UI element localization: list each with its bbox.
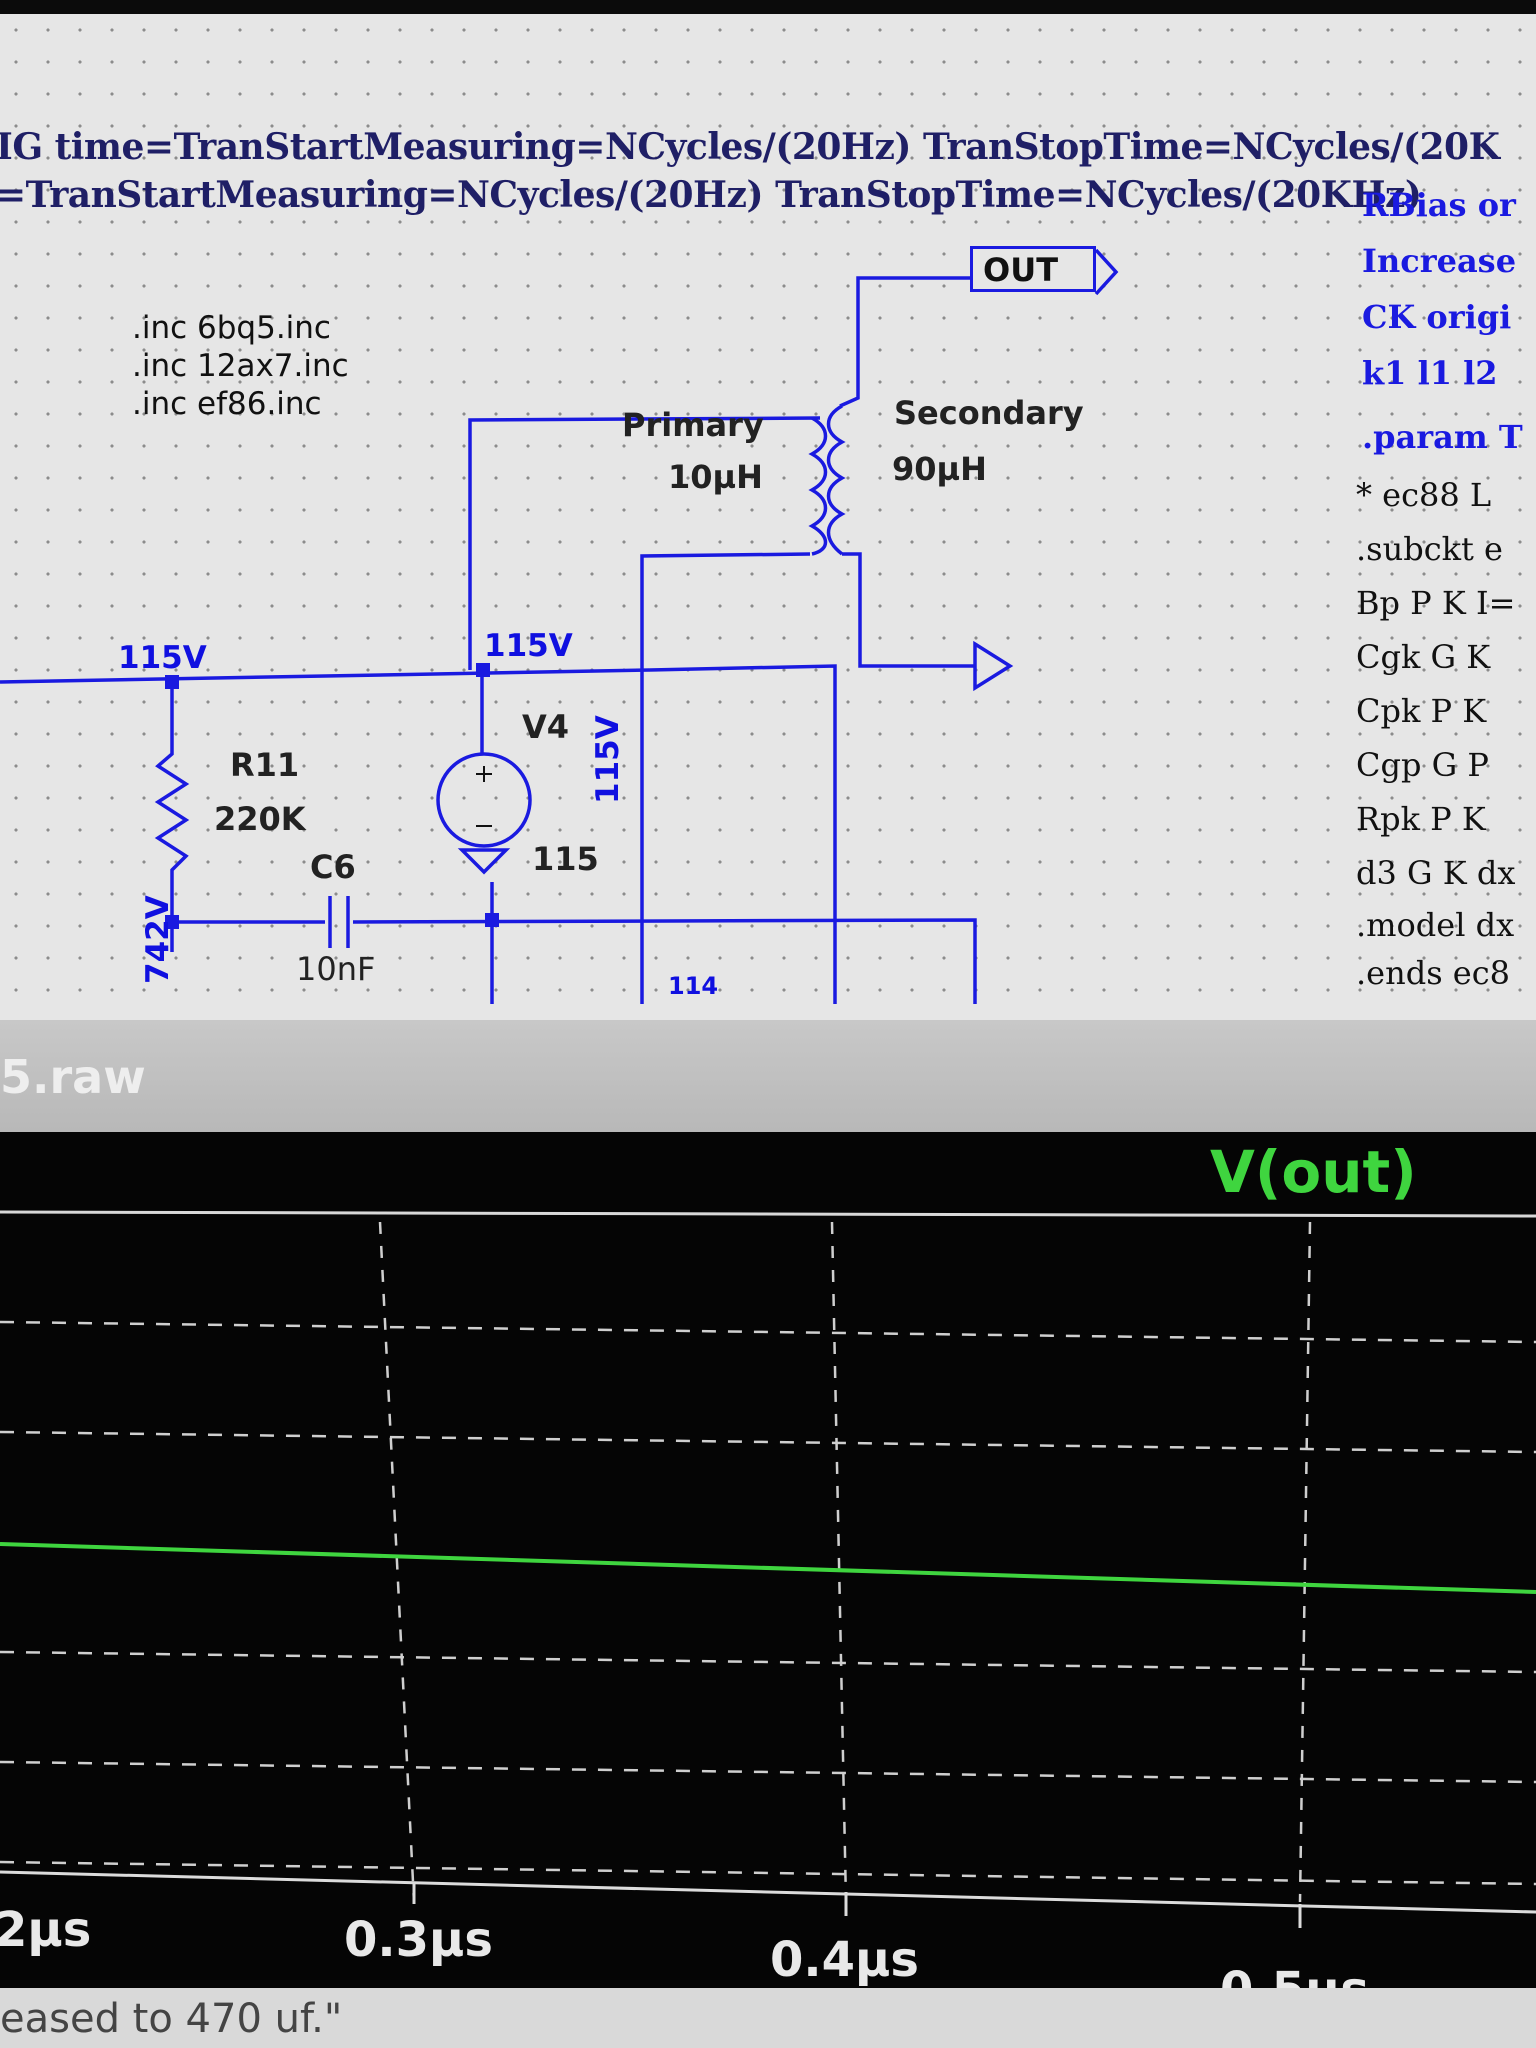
- source-value[interactable]: 115: [532, 840, 599, 878]
- h-grid-line: [0, 1760, 1536, 1784]
- x-tick-label: 0.3µs: [344, 1912, 493, 1968]
- wire-bottom-rail: [172, 918, 977, 1004]
- note-subckt[interactable]: .subckt e: [1356, 530, 1503, 568]
- secondary-value[interactable]: 90µH: [892, 450, 987, 488]
- voltage-source-symbol: [436, 752, 532, 848]
- note-model[interactable]: .model dx: [1356, 906, 1515, 944]
- resistor-name[interactable]: R11: [230, 746, 300, 784]
- wire-primary-bottom: [640, 552, 811, 1004]
- note-bp[interactable]: Bp P K I=: [1356, 584, 1516, 622]
- include-6bq5[interactable]: .inc 6bq5.inc: [132, 310, 331, 346]
- primary-label[interactable]: Primary: [622, 406, 764, 444]
- include-12ax7[interactable]: .inc 12ax7.inc: [132, 348, 349, 384]
- schematic-canvas[interactable]: IG time=TranStartMeasuring=NCycles/(20Hz…: [0, 14, 1536, 1020]
- h-grid-line: [0, 1320, 1536, 1344]
- transformer-primary-coil: [808, 416, 828, 556]
- plot-header-line: [0, 1210, 1536, 1218]
- transformer-secondary-coil: [826, 404, 846, 556]
- net-label-742v[interactable]: 742V: [140, 895, 176, 984]
- net-label-115v-vertical[interactable]: 115V: [590, 715, 626, 804]
- wire-supply-rail: [0, 668, 651, 684]
- schematic-wires: [0, 248, 1119, 1004]
- plot-window-titlebar[interactable]: 5.raw: [0, 1020, 1536, 1134]
- wire-secondary-bottom: [842, 552, 975, 668]
- status-text: eased to 470 uf.": [0, 1996, 343, 2042]
- note-d3[interactable]: d3 G K dx: [1356, 854, 1516, 892]
- x-tick-label: 0.4µs: [770, 1932, 919, 1988]
- x-axis-line: [0, 1870, 1536, 1914]
- note-k1-l1-l2[interactable]: k1 l1 l2: [1362, 354, 1498, 392]
- secondary-label[interactable]: Secondary: [894, 394, 1084, 432]
- note-cgk[interactable]: Cgk G K: [1356, 638, 1491, 676]
- note-increase[interactable]: Increase: [1362, 242, 1517, 280]
- note-rbias[interactable]: RBias or: [1362, 186, 1516, 224]
- junction: [165, 675, 179, 689]
- junction: [165, 915, 179, 929]
- source-plus: [476, 766, 492, 782]
- v-grid-line: [830, 1221, 848, 1903]
- trace-vout: [0, 1542, 1536, 1594]
- source-name[interactable]: V4: [522, 708, 570, 746]
- h-grid-line: [0, 1860, 1536, 1886]
- waveform-grid: [0, 1210, 1536, 1928]
- include-ef86[interactable]: .inc ef86.inc: [132, 386, 322, 422]
- capacitor-plates: [328, 896, 350, 948]
- capacitor-value[interactable]: 10nF: [296, 950, 376, 988]
- wire-rail-right: [649, 664, 837, 1004]
- waveform-plot-area[interactable]: [0, 1132, 1536, 1988]
- status-bar: eased to 470 uf.": [0, 1988, 1536, 2048]
- net-label-114[interactable]: 114: [668, 972, 719, 1000]
- note-ec88[interactable]: * ec88 L: [1356, 476, 1492, 514]
- note-rpk[interactable]: Rpk P K: [1356, 800, 1486, 838]
- capacitor-name[interactable]: C6: [310, 848, 356, 886]
- output-arrow: [973, 640, 1014, 692]
- trace-legend-vout[interactable]: V(out): [1210, 1138, 1417, 1206]
- out-net-flag[interactable]: OUT: [970, 246, 1096, 292]
- junction: [476, 663, 490, 677]
- ground-symbol: [457, 848, 511, 875]
- junction: [485, 913, 499, 927]
- primary-value[interactable]: 10µH: [668, 458, 763, 496]
- note-param[interactable]: .param T: [1362, 418, 1523, 456]
- v-grid-line: [1298, 1221, 1312, 1903]
- resistor-value[interactable]: 220K: [214, 800, 306, 838]
- net-label-115v-mid[interactable]: 115V: [484, 628, 573, 664]
- net-label-115v-left[interactable]: 115V: [118, 640, 207, 676]
- plot-window-title: 5.raw: [0, 1050, 146, 1104]
- wire-secondary-out: [839, 276, 970, 408]
- note-cpk[interactable]: Cpk P K: [1356, 692, 1487, 730]
- h-grid-line: [0, 1430, 1536, 1454]
- v-grid-line: [378, 1221, 416, 1903]
- out-flag-label: OUT: [983, 251, 1059, 289]
- monitor-bezel: [0, 0, 1536, 14]
- sim-directive-2[interactable]: =TranStartMeasuring=NCycles/(20Hz) TranS…: [0, 174, 1422, 216]
- out-flag-arrow: [1094, 248, 1119, 296]
- sim-directive-1[interactable]: IG time=TranStartMeasuring=NCycles/(20Hz…: [0, 126, 1500, 168]
- note-cgp[interactable]: Cgp G P: [1356, 746, 1489, 784]
- note-ck-origi[interactable]: CK origi: [1362, 298, 1512, 336]
- h-grid-line: [0, 1650, 1536, 1674]
- x-tick-label: 2µs: [0, 1902, 92, 1958]
- wire-to-primary: [468, 416, 821, 670]
- note-ends[interactable]: .ends ec8: [1356, 954, 1511, 992]
- wire-r11: [154, 682, 190, 952]
